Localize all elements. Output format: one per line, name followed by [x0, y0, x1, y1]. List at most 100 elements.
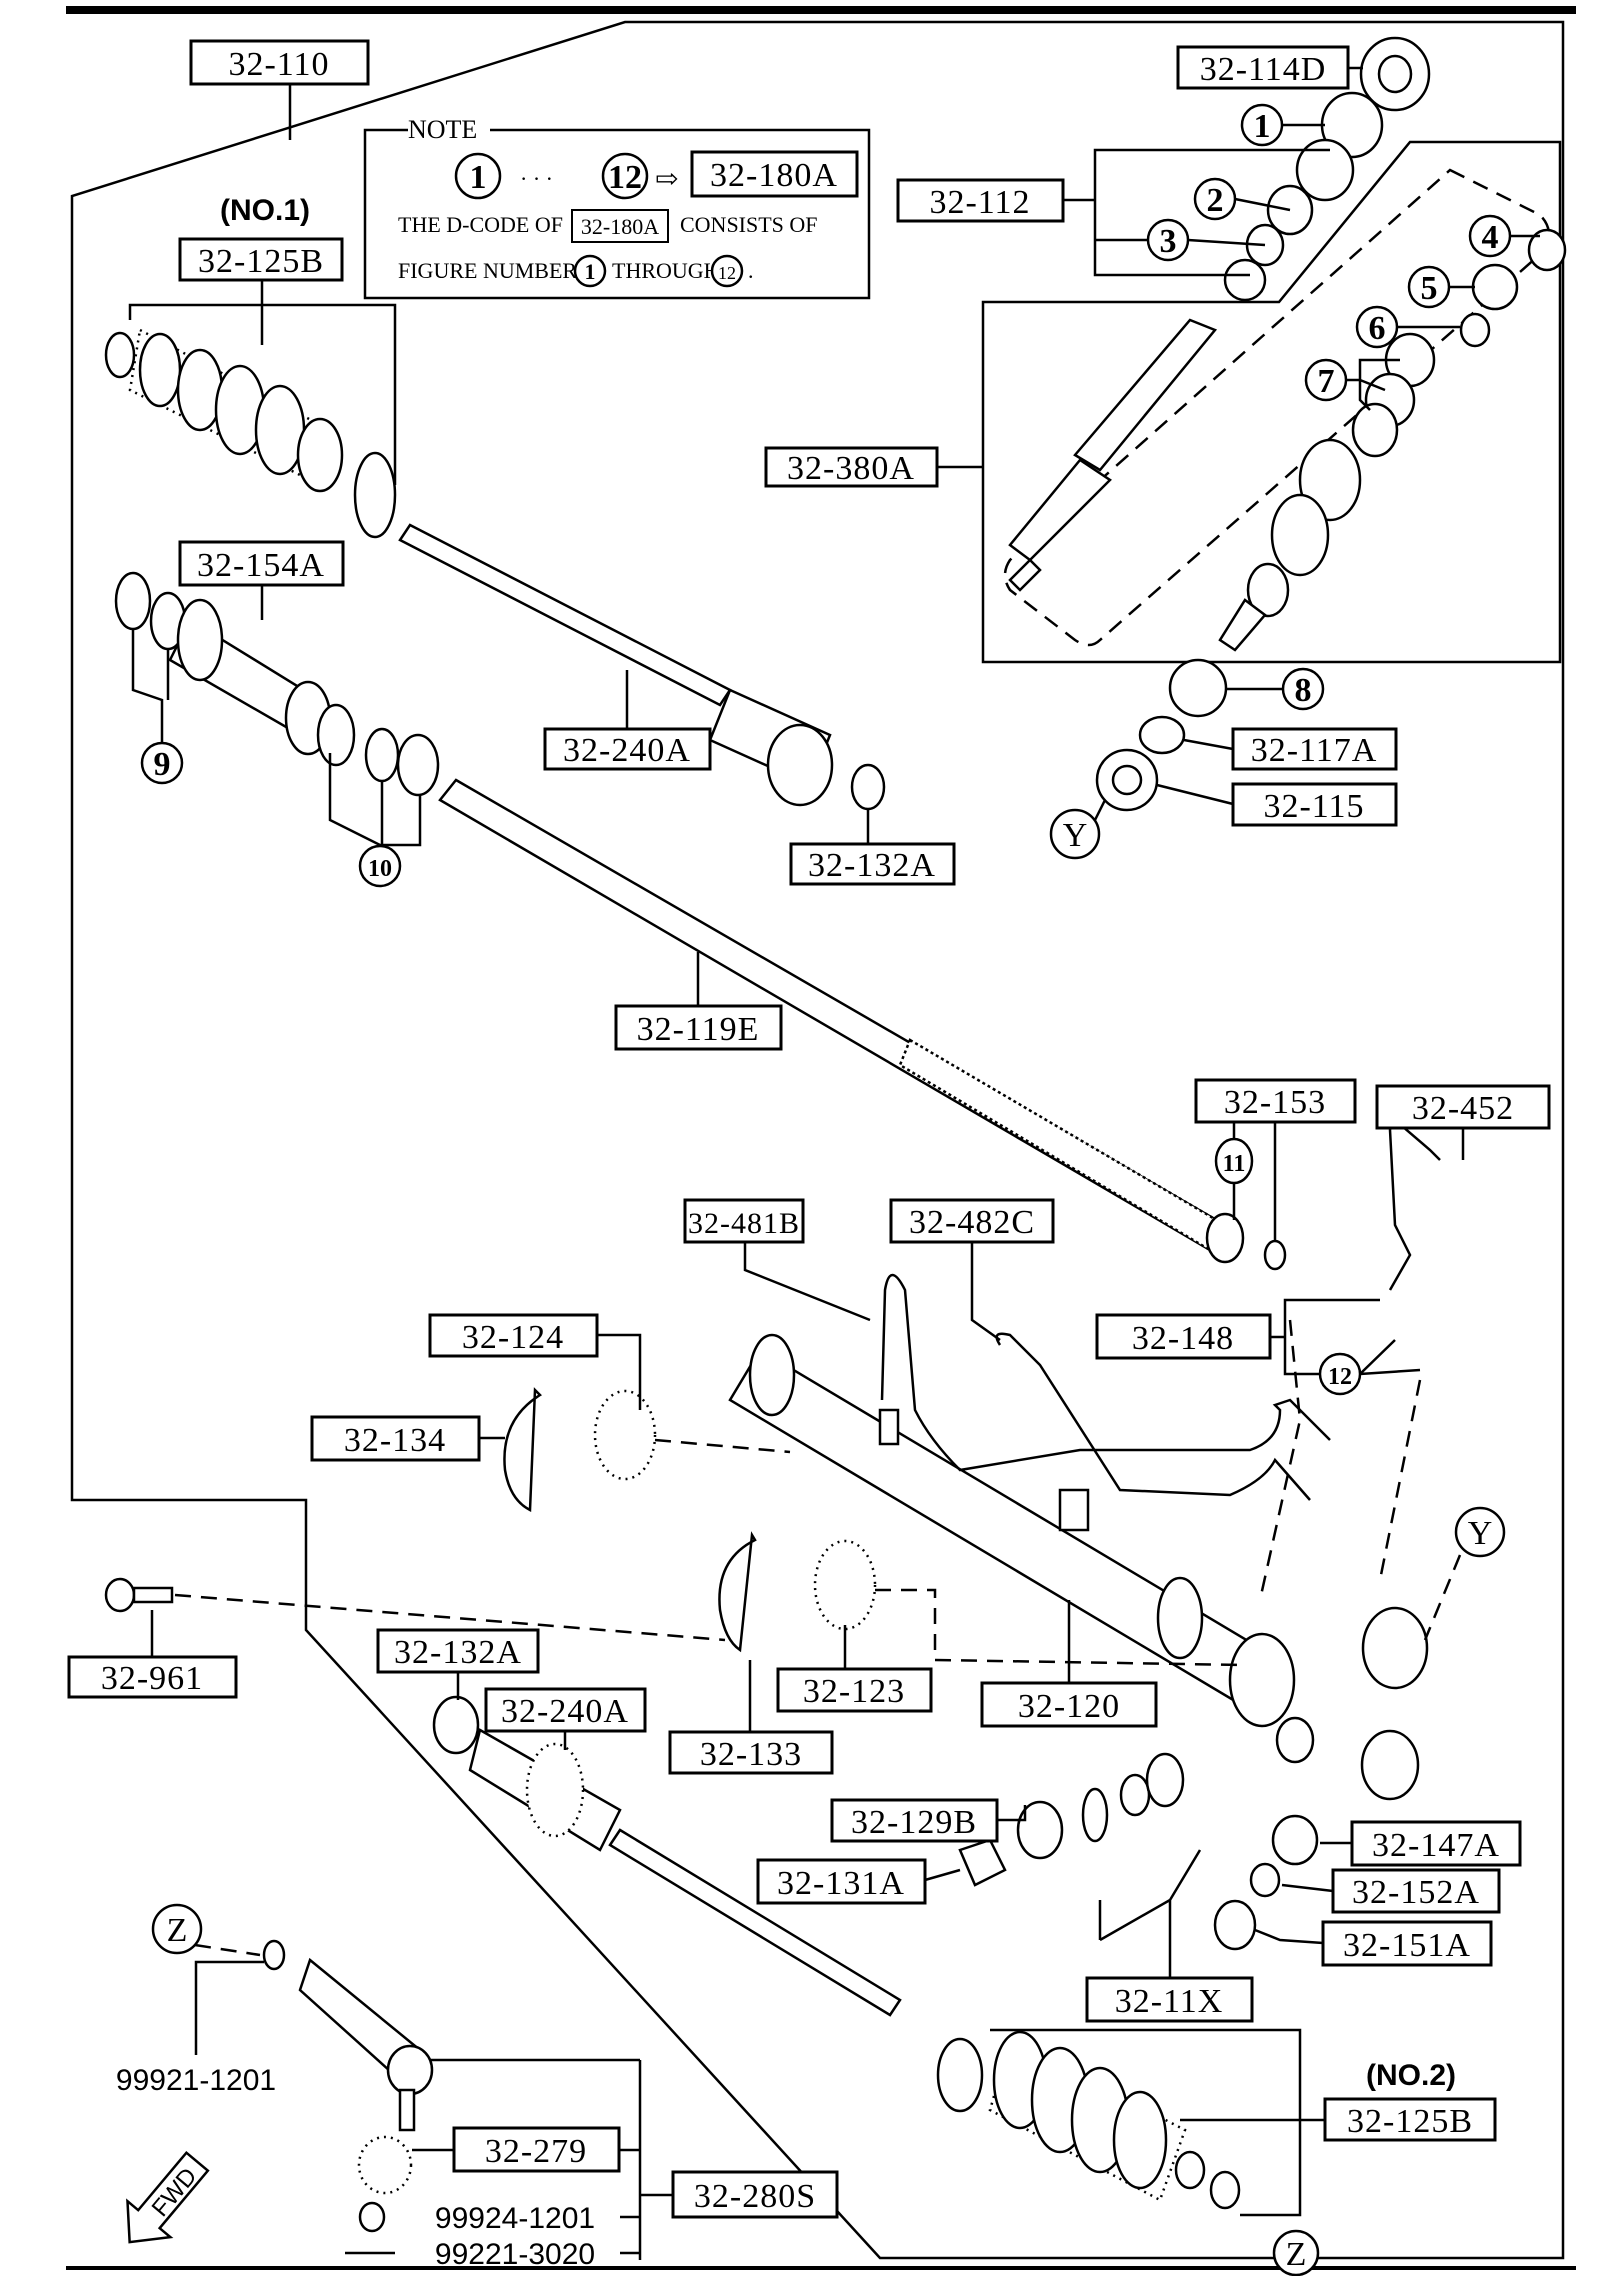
- note-line1-code[interactable]: 32-180A: [581, 214, 659, 239]
- svg-text:32-120: 32-120: [1018, 1688, 1120, 1725]
- svg-text:6: 6: [1369, 310, 1386, 347]
- svg-text:32-133: 32-133: [700, 1736, 802, 1773]
- label-32-482c[interactable]: 32-482C: [889, 1198, 1055, 1244]
- label-32-114d[interactable]: 32-114D: [1176, 45, 1350, 90]
- tag-no2: (NO.2): [1366, 2059, 1456, 2092]
- svg-text:32-279: 32-279: [485, 2133, 587, 2170]
- steering-rack: [438, 778, 1287, 1271]
- std-part-99221-3020[interactable]: 99221-3020: [435, 2238, 595, 2271]
- inner-tie-rod-lower: [432, 1695, 902, 2017]
- svg-text:32-240A: 32-240A: [563, 732, 691, 769]
- label-32-115[interactable]: 32-115: [1231, 782, 1398, 827]
- note-line2-from-circle: [573, 254, 607, 288]
- connector-y: [1423, 1554, 1462, 1641]
- svg-text:12: 12: [1328, 1364, 1352, 1390]
- label-32-133[interactable]: 32-133: [668, 1730, 834, 1775]
- label-32-11x[interactable]: 32-11X: [1085, 1976, 1254, 2023]
- connector-z: [194, 1943, 261, 1957]
- label-32-154a[interactable]: 32-154A: [178, 540, 345, 587]
- svg-text:32-124: 32-124: [462, 1319, 564, 1356]
- note-line2-to-circle: [710, 254, 744, 288]
- label-32-131a[interactable]: 32-131A: [756, 1858, 927, 1905]
- note-line2-end: .: [748, 258, 754, 283]
- note-code-box: [571, 209, 669, 243]
- note-line2-pre: FIGURE NUMBERS: [398, 258, 589, 283]
- svg-text:32-481B: 32-481B: [688, 1207, 800, 1240]
- svg-text:32-123: 32-123: [803, 1673, 905, 1710]
- label-32-125b-no2[interactable]: 32-125B: [1323, 2097, 1497, 2142]
- label-32-961[interactable]: 32-961: [67, 1655, 238, 1699]
- note-figure-1-circle: [454, 152, 502, 200]
- figure-number-3: 3: [1146, 218, 1190, 262]
- svg-text:32-11X: 32-11X: [1115, 1983, 1224, 2020]
- svg-text:32-117A: 32-117A: [1251, 732, 1378, 769]
- label-32-151a[interactable]: 32-151A: [1321, 1920, 1493, 1967]
- svg-text:32-154A: 32-154A: [197, 547, 325, 584]
- note-line2-to: 12: [718, 263, 736, 283]
- std-part-99924-1201[interactable]: 99924-1201: [435, 2202, 595, 2235]
- label-32-132a-upper[interactable]: 32-132A: [789, 842, 956, 886]
- label-32-147a[interactable]: 32-147A: [1350, 1820, 1522, 1867]
- svg-text:1: 1: [1254, 108, 1271, 145]
- mount-bracket-left: [503, 1387, 657, 1512]
- svg-text:32-152A: 32-152A: [1352, 1874, 1480, 1911]
- svg-text:32-110: 32-110: [228, 46, 329, 83]
- label-32-125b-no1[interactable]: 32-125B: [178, 237, 344, 282]
- label-32-124[interactable]: 32-124: [428, 1313, 599, 1358]
- pressure-pipes: [880, 1109, 1441, 1501]
- svg-text:32-119E: 32-119E: [637, 1011, 760, 1048]
- note-line2-from: 1: [585, 259, 596, 284]
- label-32-152a[interactable]: 32-152A: [1331, 1868, 1501, 1914]
- label-32-110[interactable]: 32-110: [189, 39, 370, 86]
- label-32-132a-lower[interactable]: 32-132A: [376, 1628, 540, 1674]
- label-32-117a[interactable]: 32-117A: [1231, 727, 1398, 771]
- label-32-481b[interactable]: 32-481B: [683, 1198, 805, 1244]
- label-32-120[interactable]: 32-120: [980, 1681, 1158, 1728]
- figure-number-1: 1: [1240, 103, 1284, 147]
- std-part-99921-1201[interactable]: 99921-1201: [116, 2064, 276, 2097]
- connector-mount-right: [875, 1588, 1246, 1667]
- label-32-279[interactable]: 32-279: [452, 2126, 621, 2173]
- svg-text:11: 11: [1223, 1151, 1246, 1177]
- svg-text:9: 9: [154, 746, 171, 783]
- label-32-153[interactable]: 32-153: [1194, 1078, 1357, 1124]
- svg-text:Y: Y: [1468, 1515, 1493, 1552]
- svg-text:32-115: 32-115: [1263, 788, 1364, 825]
- connector-pipes: [1258, 1319, 1422, 1601]
- label-32-119e[interactable]: 32-119E: [614, 1004, 783, 1051]
- pinion-valve: [1008, 228, 1567, 652]
- label-32-452[interactable]: 32-452: [1375, 1084, 1551, 1130]
- note-target-code[interactable]: 32-180A: [710, 157, 838, 194]
- figure-number-7: 7: [1304, 358, 1348, 402]
- label-32-380a[interactable]: 32-380A: [764, 446, 939, 488]
- svg-text:32-380A: 32-380A: [787, 450, 915, 487]
- label-32-240a-lower[interactable]: 32-240A: [484, 1687, 647, 1733]
- label-32-134[interactable]: 32-134: [310, 1415, 481, 1462]
- svg-text:32-134: 32-134: [344, 1422, 446, 1459]
- figure-number-4: 4: [1468, 214, 1512, 258]
- svg-text:Z: Z: [1286, 2236, 1307, 2273]
- svg-text:32-147A: 32-147A: [1372, 1827, 1500, 1864]
- svg-text:5: 5: [1421, 270, 1438, 307]
- note-line2-mid: THROUGH: [612, 258, 720, 283]
- note-heading: NOTE: [408, 115, 477, 144]
- label-32-148[interactable]: 32-148: [1095, 1313, 1272, 1360]
- label-32-112[interactable]: 32-112: [896, 178, 1065, 223]
- svg-text:32-482C: 32-482C: [909, 1204, 1035, 1241]
- note-arrow: ⇨: [655, 164, 678, 195]
- svg-text:32-125B: 32-125B: [1347, 2103, 1473, 2140]
- label-32-123[interactable]: 32-123: [776, 1667, 933, 1713]
- label-32-240a-upper[interactable]: 32-240A: [543, 727, 712, 771]
- label-32-129b[interactable]: 32-129B: [830, 1798, 999, 1843]
- ref-marker-z-left: Z: [151, 1903, 203, 1955]
- label-32-280s[interactable]: 32-280S: [671, 2170, 839, 2219]
- rack-bushing: [114, 571, 440, 797]
- connector-bolt: [174, 1593, 726, 1642]
- note-figure-12: 12: [608, 159, 642, 196]
- note-target-box: [690, 150, 859, 198]
- note-figure-1: 1: [470, 159, 487, 196]
- svg-text:32-151A: 32-151A: [1343, 1927, 1471, 1964]
- leader-lines: [128, 66, 1540, 2260]
- fwd-arrow-icon: FWD: [126, 2150, 210, 2244]
